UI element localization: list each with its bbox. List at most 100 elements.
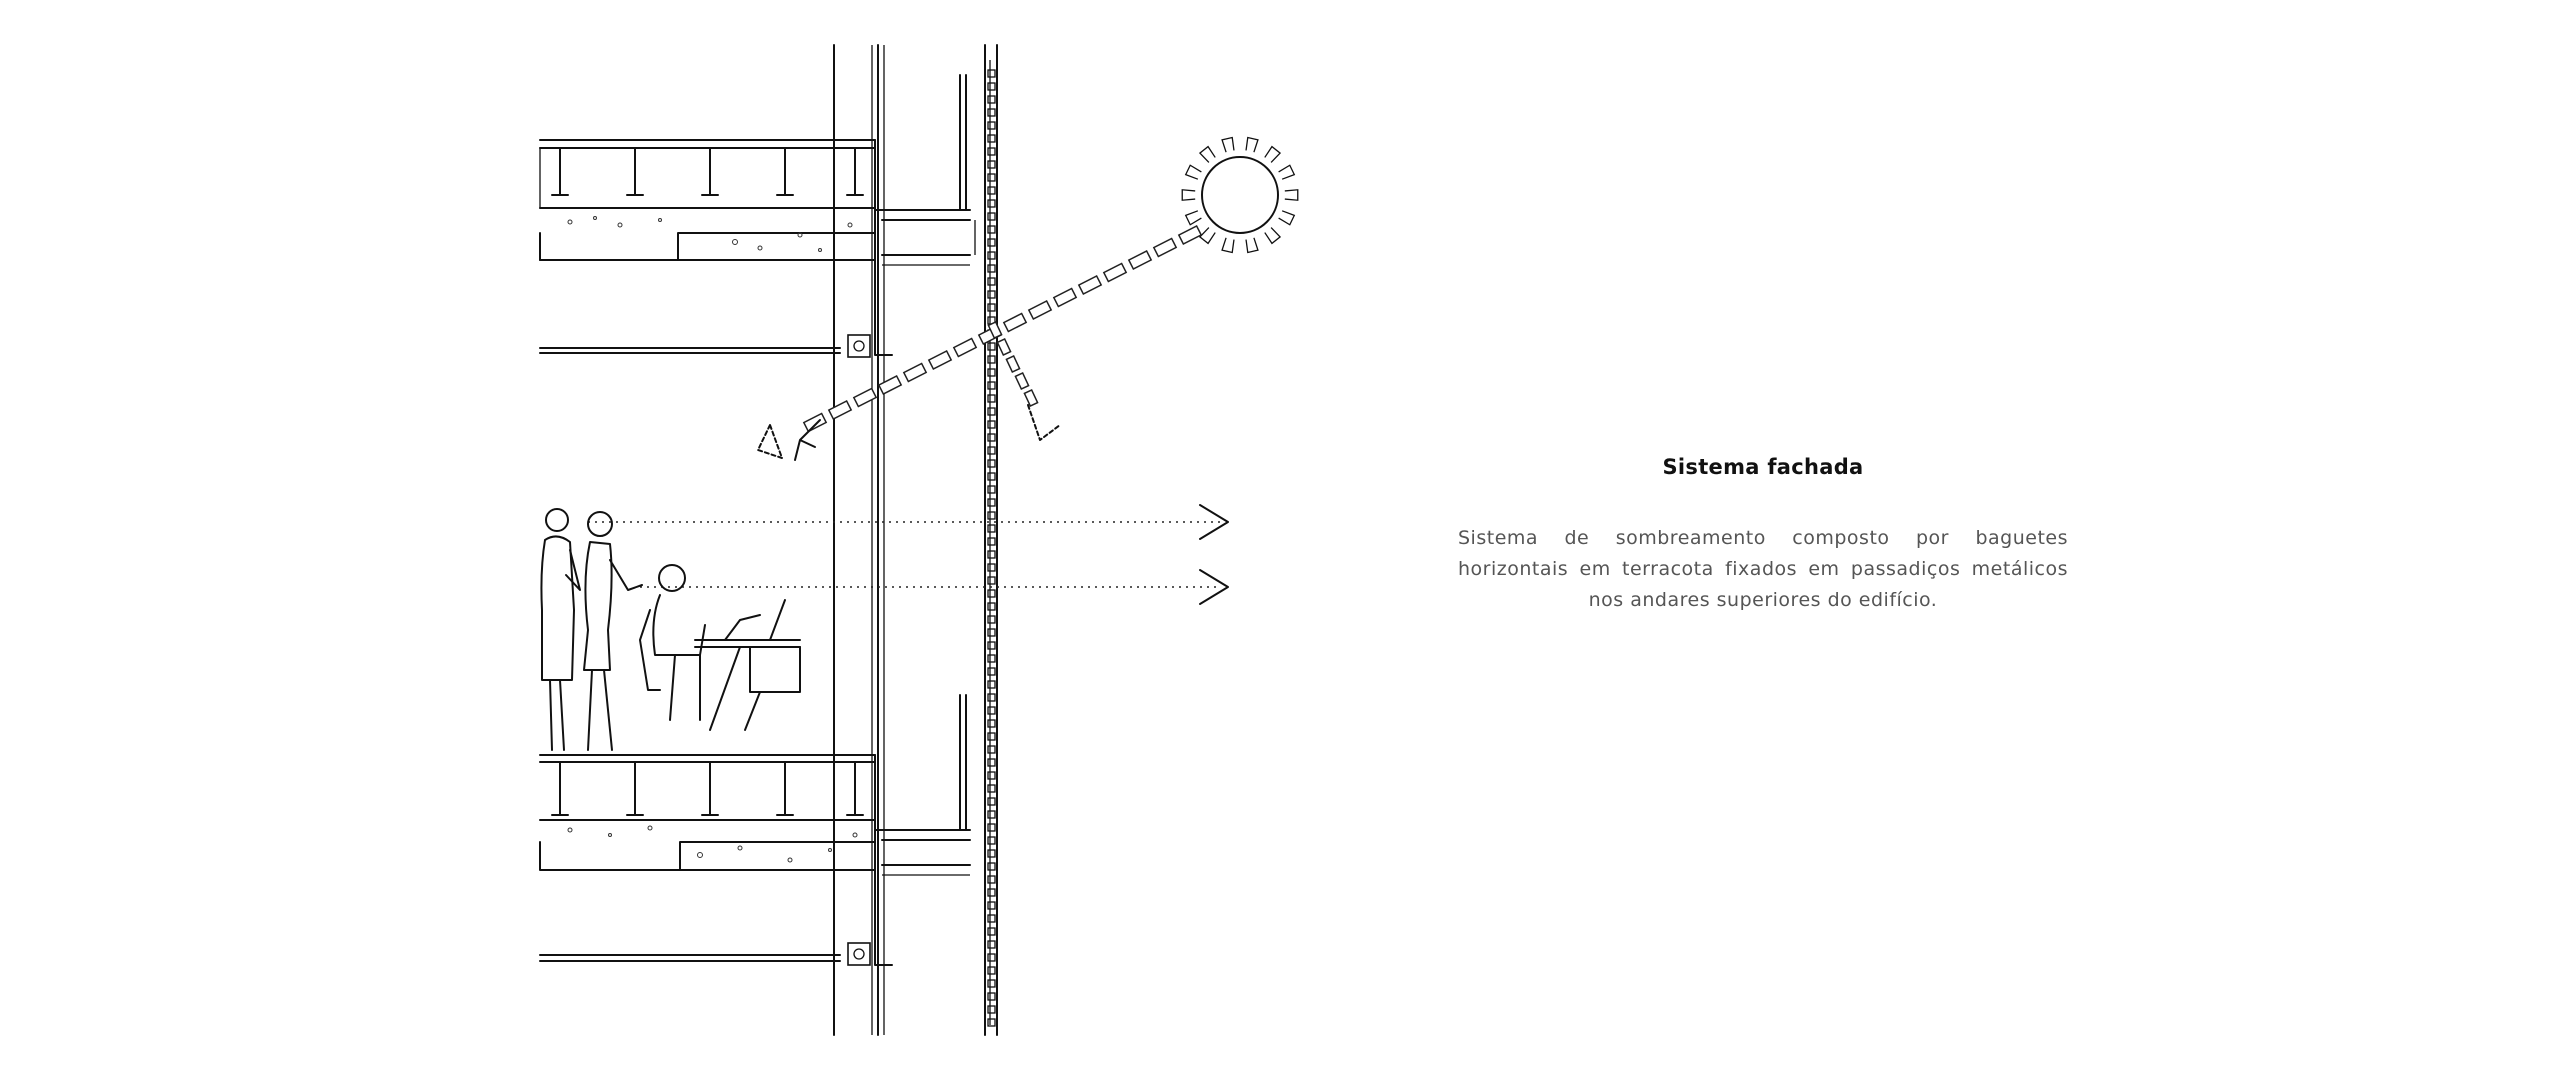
arrow-right-icon	[1199, 504, 1229, 540]
baguette-section	[987, 810, 996, 819]
baguette-section	[987, 511, 996, 520]
ray-segment	[1077, 274, 1103, 296]
sun-ray	[1198, 145, 1216, 163]
ray-segment	[1027, 299, 1053, 321]
baguette-section	[987, 862, 996, 871]
reflected-ray-arrow-left	[794, 419, 821, 461]
baguette-section	[987, 628, 996, 637]
baguette-section	[987, 940, 996, 949]
arrow-right-icon	[1199, 569, 1229, 605]
baguette-section	[987, 758, 996, 767]
ray-segment	[1002, 312, 1028, 333]
sun-ray	[1221, 136, 1235, 153]
baguette-section	[987, 667, 996, 676]
baguette-section	[987, 589, 996, 598]
baguette-section	[987, 446, 996, 455]
concrete-texture	[567, 216, 858, 863]
baguette-section	[987, 160, 996, 169]
baguette-section	[987, 459, 996, 468]
baguette-section	[987, 550, 996, 559]
ray-segment	[1127, 249, 1153, 271]
baguette-section	[987, 836, 996, 845]
description-panel: Sistema fachada Sistema de sombreamento …	[1458, 455, 2068, 616]
baguette-section	[987, 602, 996, 611]
ray-segment	[952, 337, 978, 358]
baguette-section	[987, 537, 996, 546]
sun-ray	[1221, 237, 1235, 254]
baguette-section	[987, 706, 996, 715]
ray-segment	[852, 387, 878, 408]
sun-ray-path	[802, 224, 1203, 433]
baguette-section	[987, 888, 996, 897]
ray-segment	[877, 374, 903, 396]
baguette-section	[987, 433, 996, 442]
sun-ray	[1245, 237, 1259, 254]
baguette-section	[987, 524, 996, 533]
sun-ray	[1284, 189, 1299, 201]
baguette-section	[987, 641, 996, 650]
baguette-section	[987, 199, 996, 208]
baguette-section	[987, 225, 996, 234]
baguette-section	[987, 95, 996, 104]
ray-segment	[1102, 262, 1128, 283]
baguette-section	[987, 394, 996, 403]
baguette-section	[987, 498, 996, 507]
baguette-section	[987, 277, 996, 286]
baguette-section	[987, 849, 996, 858]
baguette-section	[987, 82, 996, 91]
baguette-section	[987, 615, 996, 624]
baguette-section	[987, 693, 996, 702]
baguette-section	[987, 745, 996, 754]
ray-segment	[1177, 224, 1203, 246]
baguette-section	[987, 576, 996, 585]
sun-ray	[1198, 227, 1216, 245]
ray-segment	[1023, 388, 1039, 408]
reflected-ray-arrowhead-right	[1027, 404, 1061, 441]
ray-segment	[1152, 237, 1178, 258]
sun-ray	[1278, 210, 1296, 226]
ray-segment	[987, 320, 1003, 340]
baguette-section	[987, 979, 996, 988]
baguette-section	[987, 901, 996, 910]
baguette-section	[987, 797, 996, 806]
baguette-section	[987, 719, 996, 728]
baguette-section	[987, 953, 996, 962]
upper-floor-slab	[539, 74, 976, 358]
baguette-section	[987, 420, 996, 429]
sun-ray	[1245, 136, 1259, 153]
baguette-section	[987, 927, 996, 936]
baguette-section	[987, 264, 996, 273]
sun-ray	[1264, 145, 1282, 163]
ray-segment	[1014, 371, 1030, 391]
sun-icon	[1181, 136, 1299, 254]
baguette-section	[987, 407, 996, 416]
baguette-section	[987, 342, 996, 351]
ray-segment	[927, 349, 953, 371]
description-line: Sistema de sombreamento composto por bag…	[1458, 527, 2068, 549]
baguette-section	[987, 680, 996, 689]
baguette-section	[987, 108, 996, 117]
terracotta-baguettes	[987, 69, 996, 1027]
baguette-section	[987, 251, 996, 260]
lower-floor-slab	[539, 694, 971, 966]
standing-person-icon	[583, 511, 643, 751]
baguette-section	[987, 732, 996, 741]
ray-segment	[996, 337, 1012, 357]
sun-ray	[1184, 210, 1202, 226]
seated-person-at-desk-icon	[639, 564, 801, 731]
ray-segment	[802, 412, 828, 433]
facade-structure	[833, 44, 998, 1036]
ray-segment	[1052, 287, 1078, 308]
sun-ray	[1184, 164, 1202, 180]
ray-segment	[827, 399, 853, 421]
baguette-section	[987, 173, 996, 182]
baguette-section	[987, 186, 996, 195]
baguette-section	[987, 147, 996, 156]
baguette-section	[987, 1005, 996, 1014]
view-lines	[588, 504, 1229, 605]
baguette-section	[987, 875, 996, 884]
sun-ray	[1278, 164, 1296, 180]
baguette-section	[987, 784, 996, 793]
baguette-section	[987, 472, 996, 481]
baguette-section	[987, 290, 996, 299]
